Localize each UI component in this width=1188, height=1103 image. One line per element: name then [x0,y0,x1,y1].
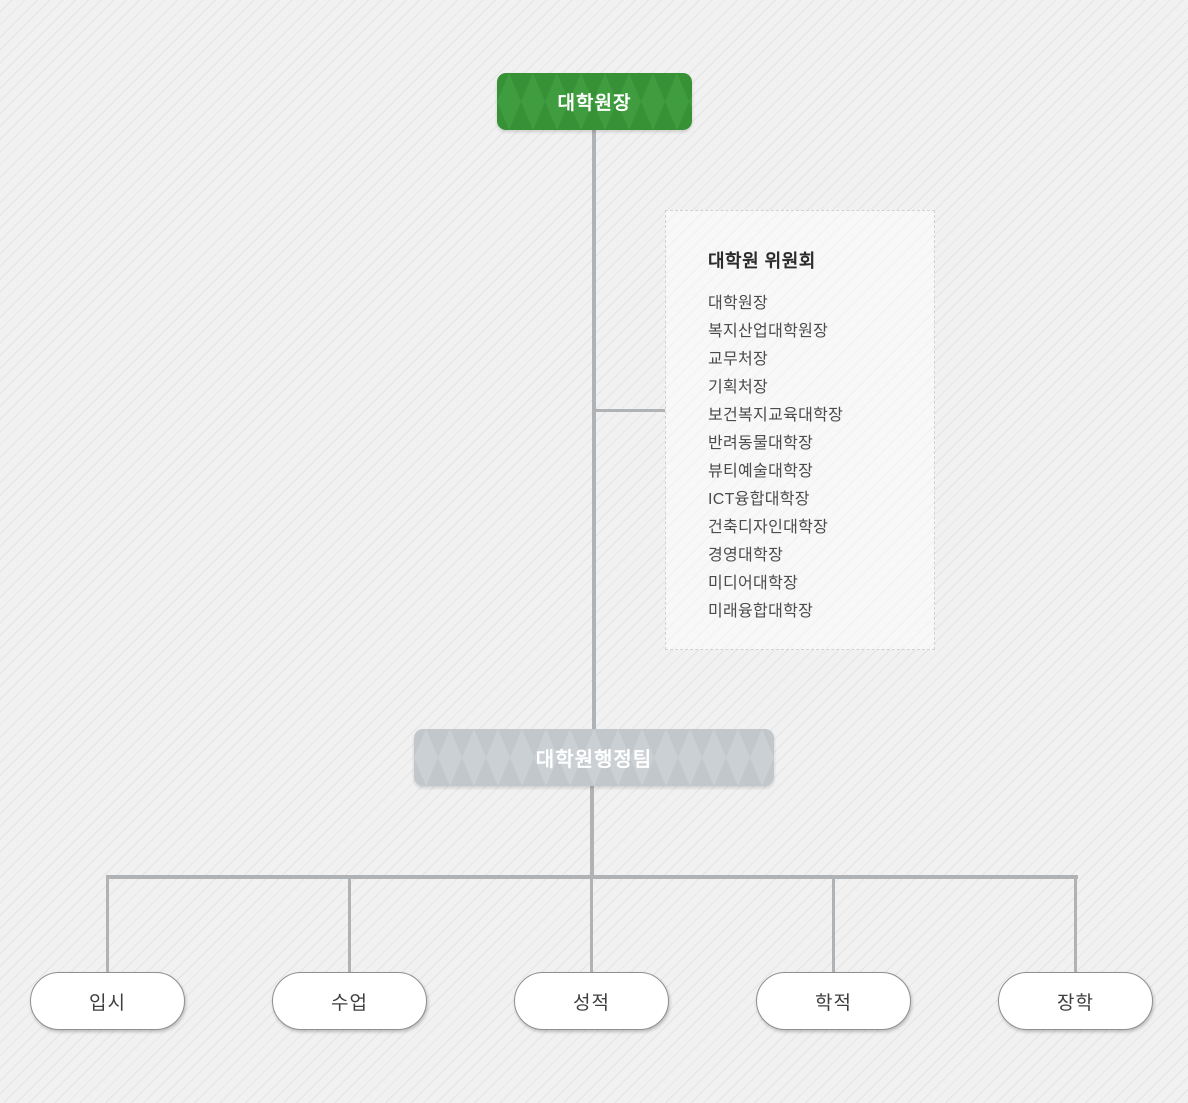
leaf-admissions: 입시 [30,972,185,1030]
triangle-pattern-gray [414,729,774,786]
connector-drop-records [832,875,835,974]
committee-member: 기획처장 [708,379,769,396]
committee-member: 복지산업대학원장 [708,323,829,340]
connector-drop-scholarship [1074,875,1077,974]
committee-member: ICT융합대학장 [708,491,810,508]
leaf-grades: 성적 [514,972,669,1030]
committee-member: 건축디자인대학장 [708,519,829,536]
committee-member-list: 대학원장 복지산업대학원장 교무처장 기획처장 보건복지교육대학장 반려동물대학… [708,290,934,626]
committee-member: 뷰티예술대학장 [708,463,814,480]
committee-title: 대학원 위원회 [708,251,816,271]
leaf-classes: 수업 [272,972,427,1030]
committee-member: 교무처장 [708,351,769,368]
connector-admin-to-bus [590,786,594,877]
triangle-pattern-green [497,73,692,130]
committee-member: 미래융합대학장 [708,603,814,620]
panel-graduate-committee: 대학원 위원회 대학원장 복지산업대학원장 교무처장 기획처장 보건복지교육대학… [665,210,935,650]
connector-drop-admissions [106,875,109,974]
node-graduate-school-dean: 대학원장 [497,73,692,130]
leaf-records: 학적 [756,972,911,1030]
committee-member: 미디어대학장 [708,575,799,592]
connector-drop-classes [348,875,351,974]
node-label: 대학원행정팀 [535,749,653,771]
node-label: 대학원장 [557,93,632,114]
committee-member: 반려동물대학장 [708,435,814,452]
committee-member: 경영대학장 [708,547,784,564]
connector-branch-to-committee [594,409,666,412]
leaf-scholarship: 장학 [998,972,1153,1030]
connector-root-to-admin [592,130,596,730]
node-admin-team: 대학원행정팀 [414,729,774,786]
committee-member: 대학원장 [708,295,769,312]
committee-member: 보건복지교육대학장 [708,407,844,424]
connector-drop-grades [590,875,593,974]
